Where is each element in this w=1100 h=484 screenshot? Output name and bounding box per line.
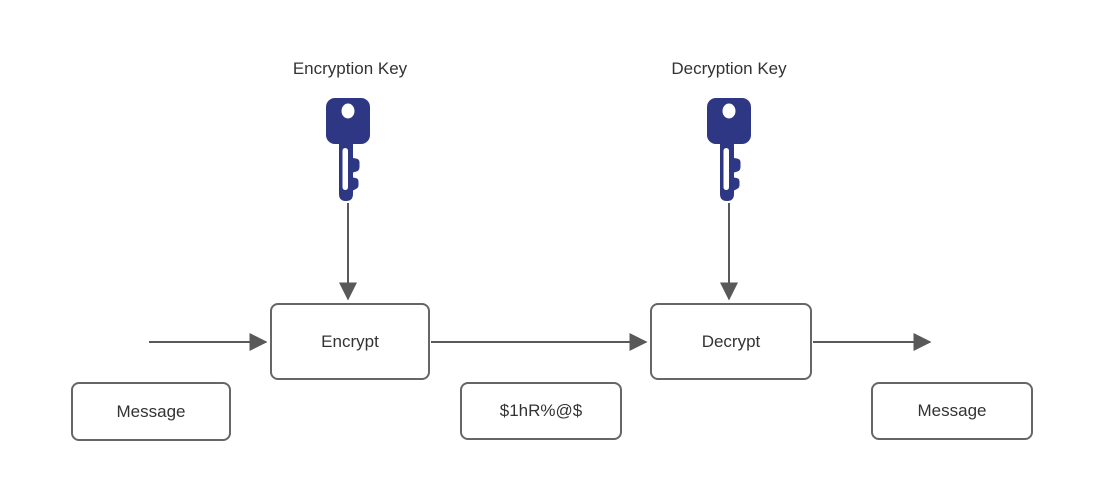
encryption-key-label: Encryption Key <box>292 59 408 78</box>
decrypt-box: Decrypt <box>650 303 812 380</box>
message-output-box: Message <box>871 382 1033 440</box>
ciphertext-box: $1hR%@$ <box>460 382 622 440</box>
encrypt-box: Encrypt <box>270 303 430 380</box>
decrypt-box-label: Decrypt <box>701 331 761 351</box>
message-output-label: Message <box>917 401 987 420</box>
message-input-label: Message <box>116 401 186 421</box>
ciphertext-label: $1hR%@$ <box>499 401 583 420</box>
key-icon <box>326 98 370 201</box>
message-input-box: Message <box>71 382 231 441</box>
key-icon <box>707 98 751 201</box>
encrypt-box-label: Encrypt <box>321 331 379 351</box>
decryption-key-label: Decryption Key <box>671 59 787 78</box>
